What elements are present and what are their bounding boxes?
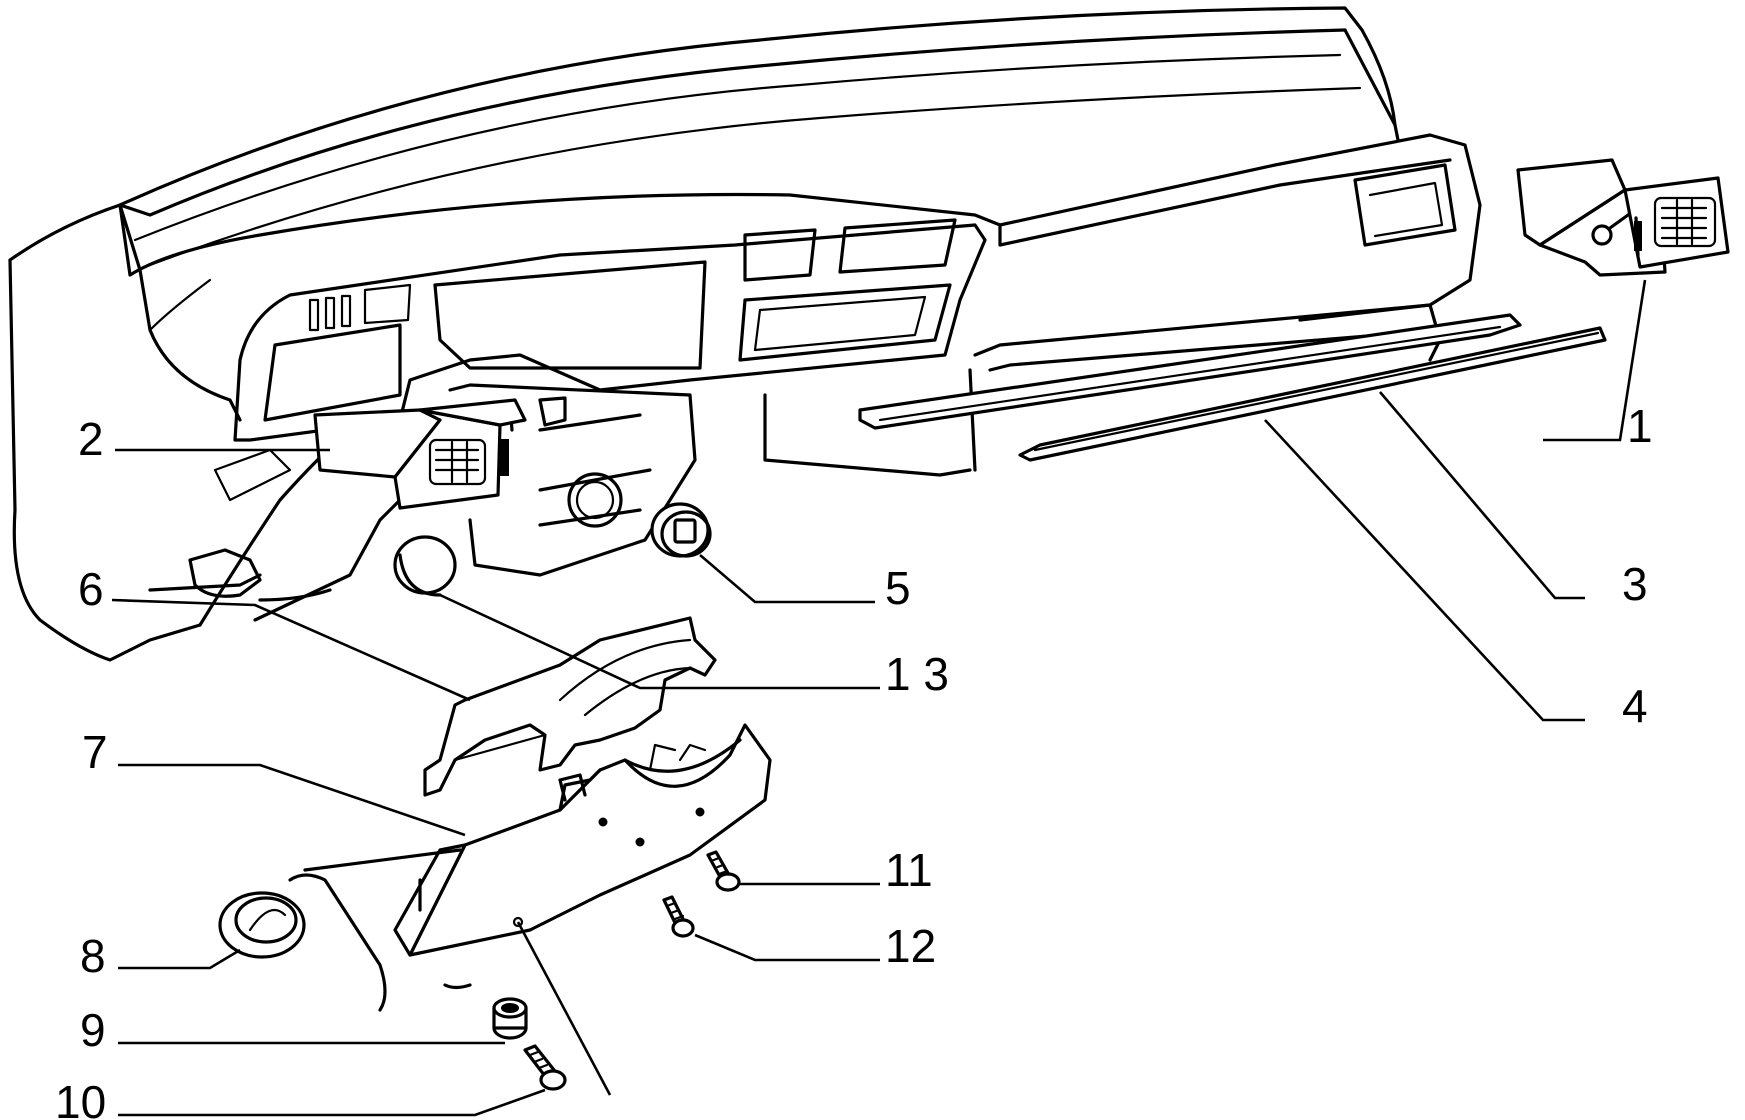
part-7-lower-steering-shroud xyxy=(288,723,772,1012)
part-1-right-air-vent xyxy=(1516,158,1730,277)
vent-1-slats xyxy=(1653,196,1717,248)
callout-labels: 1 2 3 4 5 6 7 8 9 10 11 12 1 3 xyxy=(55,400,1653,1120)
part-6-upper-steering-shroud xyxy=(423,616,717,797)
callout-11: 11 xyxy=(885,844,933,896)
part-11-screw xyxy=(706,850,741,892)
callout-3: 3 xyxy=(1622,558,1648,610)
callout-2: 2 xyxy=(78,413,104,465)
callout-13: 1 3 xyxy=(885,648,949,700)
vent-2-slats xyxy=(428,438,487,486)
callout-5: 5 xyxy=(885,562,911,614)
callout-8: 8 xyxy=(80,930,106,982)
leader-13 xyxy=(439,593,880,690)
part-8-ring-cover xyxy=(218,891,306,959)
leader-8 xyxy=(118,948,241,970)
part-10-screw xyxy=(523,1044,567,1091)
callout-9: 9 xyxy=(80,1004,106,1056)
leader-7 xyxy=(118,763,466,837)
leader-3 xyxy=(1379,391,1585,600)
leader-7b xyxy=(516,921,612,1096)
leader-6 xyxy=(111,598,471,702)
callout-7: 7 xyxy=(82,726,108,778)
part-9-grommet xyxy=(492,997,528,1040)
leader-1 xyxy=(1543,279,1647,442)
instrument-cluster-housing xyxy=(233,218,987,442)
leader-12 xyxy=(694,933,880,962)
leader-5 xyxy=(699,554,875,604)
dashboard-body xyxy=(8,6,1482,662)
callout-1: 1 xyxy=(1627,400,1653,452)
leader-10 xyxy=(118,1088,546,1117)
callout-12: 12 xyxy=(885,920,936,972)
leader-4 xyxy=(1264,419,1585,722)
part-2-left-air-vent xyxy=(313,398,527,510)
leader-lines xyxy=(111,279,1647,1117)
callout-6: 6 xyxy=(78,563,104,615)
part-5-plug xyxy=(650,502,712,558)
callout-4: 4 xyxy=(1622,680,1648,732)
centre-console xyxy=(448,383,697,577)
part-4-trim-strip xyxy=(858,313,1522,430)
part-13-cap xyxy=(393,535,457,597)
part-12-screw xyxy=(662,895,695,938)
callout-10: 10 xyxy=(55,1076,106,1120)
part-3-trim-strip xyxy=(1018,326,1607,462)
